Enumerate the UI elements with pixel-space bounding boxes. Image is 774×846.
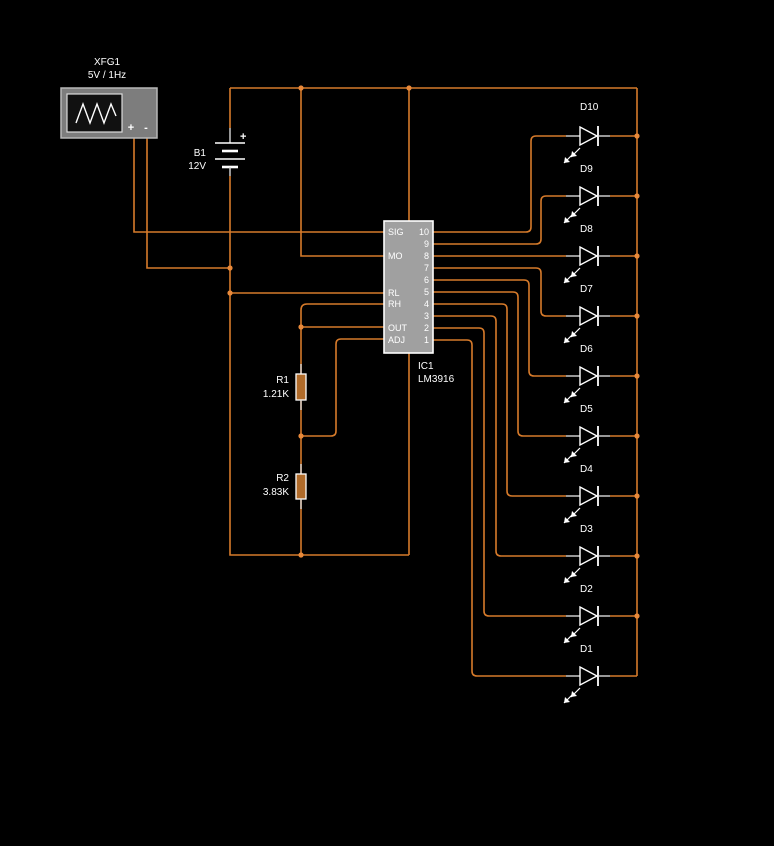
generator-value: 5V / 1Hz bbox=[88, 70, 126, 81]
led-label: D5 bbox=[580, 404, 593, 415]
battery-plus-label: + bbox=[240, 131, 246, 143]
led-d9[interactable]: D9 bbox=[563, 164, 610, 224]
ic-pin-2: 2 bbox=[424, 323, 429, 333]
ic-pin-out: OUT bbox=[388, 323, 408, 333]
resistor-r1[interactable]: R1 1.21K bbox=[263, 364, 307, 410]
generator-ref: XFG1 bbox=[94, 57, 121, 68]
junction-dots bbox=[227, 85, 640, 619]
generator-minus-label: - bbox=[144, 122, 148, 134]
ic-pin-6: 6 bbox=[424, 275, 429, 285]
r2-ref: R2 bbox=[276, 473, 289, 484]
led-d10[interactable]: D10 bbox=[563, 102, 610, 164]
ic-part: LM3916 bbox=[418, 374, 455, 385]
r2-value: 3.83K bbox=[263, 487, 289, 498]
led-label: D9 bbox=[580, 164, 593, 175]
led-label: D6 bbox=[580, 344, 593, 355]
wires bbox=[133, 87, 638, 676]
ic-right-pin-labels: 10 9 8 7 6 5 4 3 2 1 bbox=[419, 227, 429, 345]
led-label: D8 bbox=[580, 224, 593, 235]
led-d7[interactable]: D7 bbox=[563, 284, 610, 344]
ic-pin-7: 7 bbox=[424, 263, 429, 273]
ic-pin-9: 9 bbox=[424, 239, 429, 249]
ic-pin-8: 8 bbox=[424, 251, 429, 261]
ic-left-pin-labels: SIG MO RL RH OUT ADJ bbox=[388, 227, 408, 345]
led-d4[interactable]: D4 bbox=[563, 464, 610, 524]
ic-pin-10: 10 bbox=[419, 227, 429, 237]
battery-ref: B1 bbox=[194, 148, 207, 159]
battery[interactable]: + B1 12V bbox=[188, 128, 246, 176]
led-routing-wires bbox=[433, 135, 566, 677]
led-emission-arrows-icon bbox=[563, 387, 581, 404]
led-label: D2 bbox=[580, 584, 593, 595]
ic-pin-adj: ADJ bbox=[388, 335, 405, 345]
led-d1[interactable]: D1 bbox=[563, 644, 610, 704]
led-emission-arrows-icon bbox=[563, 327, 581, 344]
led-emission-arrows-icon bbox=[563, 447, 581, 464]
ic-pin-3: 3 bbox=[424, 311, 429, 321]
led-label: D4 bbox=[580, 464, 593, 475]
ic-ref: IC1 bbox=[418, 361, 434, 372]
led-cathode-wires bbox=[610, 135, 637, 677]
led-label: D1 bbox=[580, 644, 593, 655]
led-emission-arrows-icon bbox=[563, 147, 581, 164]
triangle-wave-icon bbox=[75, 101, 117, 126]
r1-ref: R1 bbox=[276, 375, 289, 386]
resistor-r2[interactable]: R2 3.83K bbox=[263, 464, 307, 509]
led-label: D3 bbox=[580, 524, 593, 535]
battery-value: 12V bbox=[188, 161, 206, 172]
led-emission-arrows-icon bbox=[563, 267, 581, 284]
led-d3[interactable]: D3 bbox=[563, 524, 610, 584]
ic-pin-4: 4 bbox=[424, 299, 429, 309]
led-label: D7 bbox=[580, 284, 593, 295]
led-d5[interactable]: D5 bbox=[563, 404, 610, 464]
ic-pin-5: 5 bbox=[424, 287, 429, 297]
led-emission-arrows-icon bbox=[563, 507, 581, 524]
ic-pin-mo: MO bbox=[388, 251, 403, 261]
led-d8[interactable]: D8 bbox=[563, 224, 610, 284]
ic-pin-rl: RL bbox=[388, 288, 400, 298]
r1-value: 1.21K bbox=[263, 389, 289, 400]
function-generator[interactable]: XFG1 5V / 1Hz + - bbox=[60, 57, 158, 139]
led-emission-arrows-icon bbox=[563, 627, 581, 644]
led-d2[interactable]: D2 bbox=[563, 584, 610, 644]
led-emission-arrows-icon bbox=[563, 567, 581, 584]
led-emission-arrows-icon bbox=[563, 207, 581, 224]
led-emission-arrows-icon bbox=[563, 687, 581, 704]
led-d6[interactable]: D6 bbox=[563, 344, 610, 404]
ic-lm3916[interactable]: SIG MO RL RH OUT ADJ 10 9 8 7 6 5 4 3 2 … bbox=[383, 220, 455, 385]
ic-pin-sig: SIG bbox=[388, 227, 404, 237]
ic-pin-1: 1 bbox=[424, 335, 429, 345]
led-label: D10 bbox=[580, 102, 599, 113]
ic-pin-rh: RH bbox=[388, 299, 401, 309]
generator-plus-label: + bbox=[128, 122, 134, 134]
